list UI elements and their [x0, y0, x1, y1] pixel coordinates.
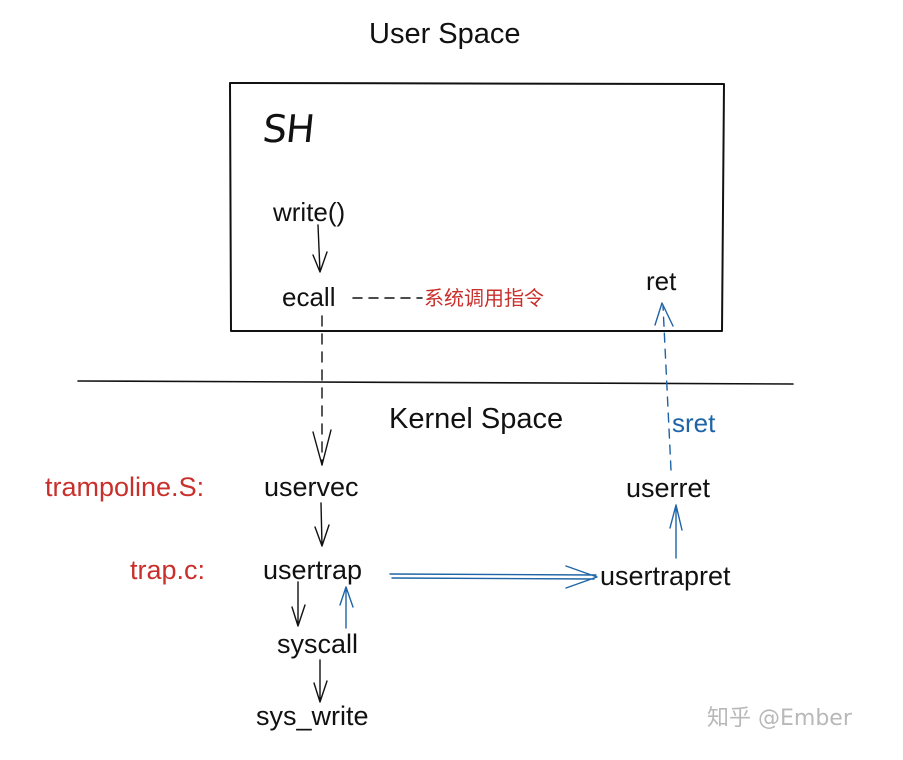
syscall-label: syscall: [277, 629, 359, 659]
sh-label: SH: [260, 107, 317, 151]
arrow-uservec-to-usertrap: [314, 502, 330, 547]
watermark: 知乎 @Ember: [707, 706, 852, 731]
sys-write-label: sys_write: [256, 701, 369, 731]
arrow-usertrap-to-syscall: [291, 581, 306, 627]
user-kernel-divider: [77, 380, 794, 385]
user-space-box: [229, 82, 725, 332]
arrow-syscall-to-sys-write: [313, 659, 328, 703]
sret-label: sret: [672, 408, 716, 438]
usertrapret-label: usertrapret: [600, 561, 731, 591]
arrow-usertrap-to-usertrapret: [389, 565, 598, 589]
ecall-label: ecall: [282, 282, 336, 312]
userret-label: userret: [626, 473, 711, 503]
ecall-annotation: 系统调用指令: [424, 286, 544, 310]
write-call-label: write(): [273, 197, 346, 227]
trampoline-file-label: trampoline.S:: [45, 472, 205, 502]
uservec-label: uservec: [264, 472, 359, 502]
ret-label: ret: [646, 266, 677, 296]
user-space-label: User Space: [369, 18, 521, 50]
kernel-space-label: Kernel Space: [389, 403, 564, 435]
arrow-usertrapret-to-userret: [669, 504, 683, 559]
arrow-write-to-ecall: [312, 224, 328, 273]
usertrap-label: usertrap: [263, 555, 363, 585]
trap-file-label: trap.c:: [130, 555, 206, 585]
arrow-userret-to-ret: [662, 305, 672, 471]
arrow-syscall-to-usertrap: [339, 586, 354, 629]
